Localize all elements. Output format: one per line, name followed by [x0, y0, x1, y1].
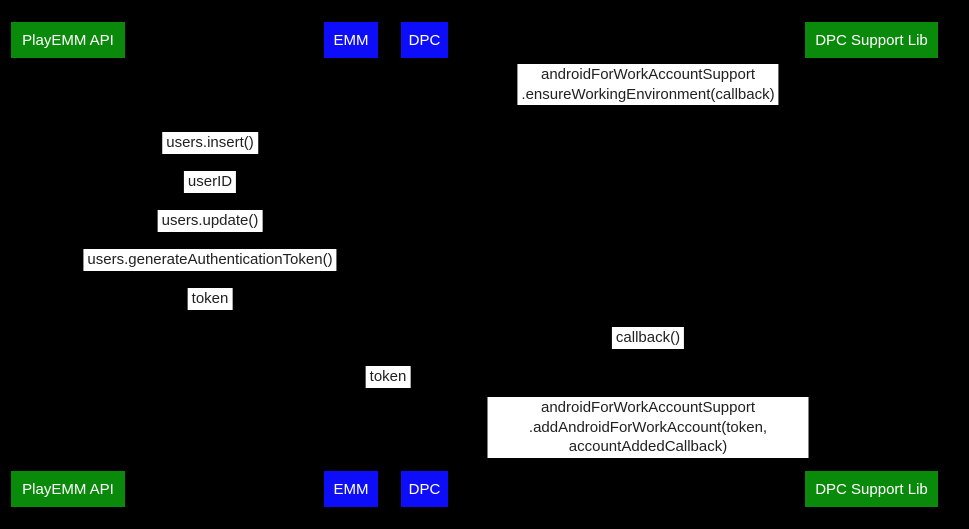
message-add-android-for-work-account: androidForWorkAccountSupport .addAndroid… [487, 397, 809, 458]
participant-dpc-support-lib-top: DPC Support Lib [805, 22, 938, 58]
message-generate-authentication-token: users.generateAuthenticationToken() [83, 249, 337, 271]
participant-dpc-top: DPC [401, 22, 448, 58]
message-callback: callback() [611, 327, 685, 349]
message-ensure-working-environment: androidForWorkAccountSupport .ensureWork… [517, 64, 779, 105]
participant-emm-bottom: EMM [324, 471, 378, 507]
participant-emm-top: EMM [324, 22, 378, 58]
message-userid: userID [183, 171, 237, 193]
message-token-response: token [187, 288, 233, 310]
participant-dpc-support-lib-bottom: DPC Support Lib [805, 471, 938, 507]
message-users-update: users.update() [157, 210, 263, 232]
participant-dpc-bottom: DPC [401, 471, 448, 507]
participant-playemm-api-top: PlayEMM API [11, 22, 125, 58]
participant-playemm-api-bottom: PlayEMM API [11, 471, 125, 507]
message-token-to-dpc: token [365, 366, 411, 388]
message-users-insert: users.insert() [162, 132, 258, 154]
